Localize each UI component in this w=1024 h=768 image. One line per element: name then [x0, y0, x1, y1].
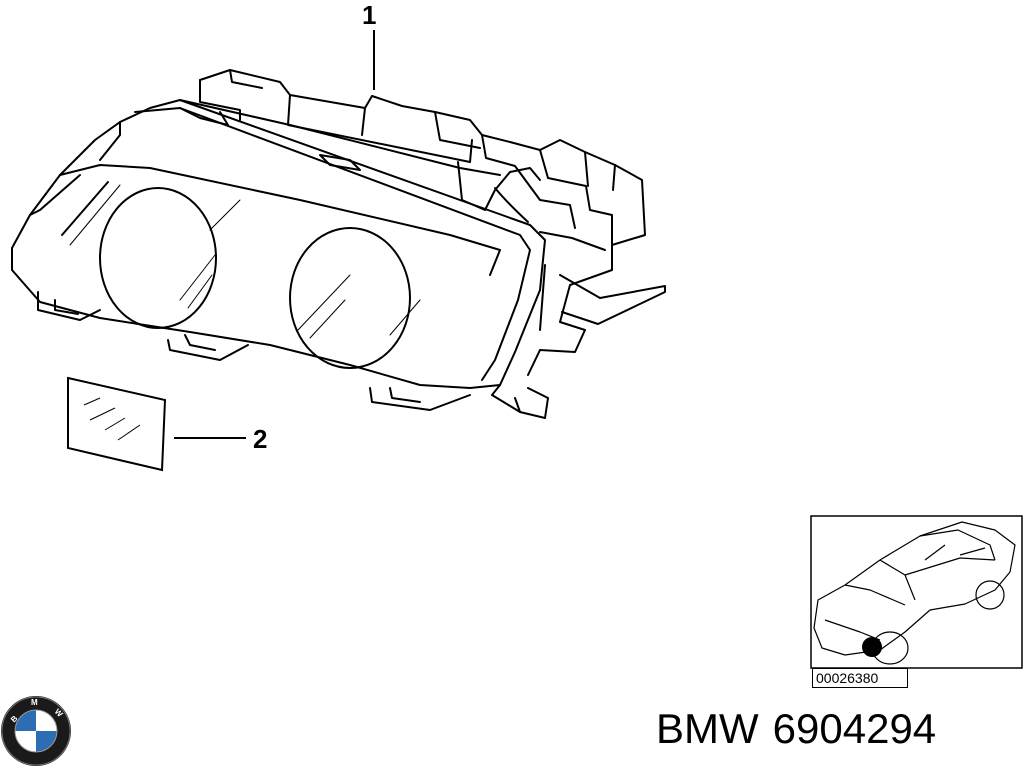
car-location-inset — [810, 515, 1023, 669]
svg-text:B: B — [9, 714, 20, 725]
film-label-part — [67, 376, 167, 472]
brand-name: BMW — [656, 705, 759, 752]
inset-reference-code: 00026380 — [812, 668, 908, 688]
location-marker-dot — [862, 637, 882, 657]
headlight-assembly — [11, 69, 666, 419]
callout-label-2: 2 — [253, 424, 268, 454]
svg-text:M: M — [31, 698, 38, 707]
part-number: 6904294 — [772, 705, 937, 752]
bmw-logo: B M W — [1, 696, 71, 766]
callout-label-1: 1 — [362, 0, 377, 30]
brand-part-number: BMW 6904294 — [656, 708, 936, 750]
